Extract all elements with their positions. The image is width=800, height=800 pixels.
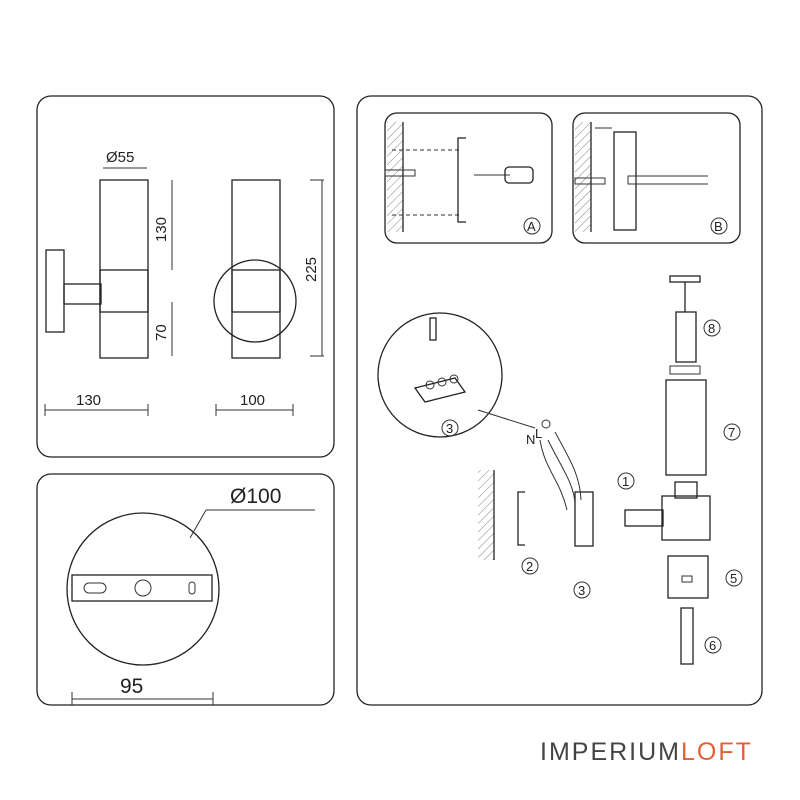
wall-mount	[478, 419, 594, 560]
brand-part1: IMPERIUM	[540, 738, 681, 766]
step-1-label: 1	[622, 474, 629, 489]
base-diameter-label: Ø100	[230, 485, 281, 508]
step-8-label: 8	[708, 321, 715, 336]
detail-a-label: A	[527, 219, 536, 234]
side-depth-label: 130	[76, 392, 101, 409]
tube-height-label: 130	[153, 217, 170, 242]
base-plate-panel	[36, 473, 335, 706]
base-plate	[66, 509, 315, 705]
step-3-zoom: 3	[446, 421, 453, 436]
step-6-label: 6	[709, 638, 716, 653]
step-3-label: 3	[578, 583, 585, 598]
detail-b-label: B	[714, 219, 723, 234]
side-view	[44, 167, 173, 416]
detail-a	[384, 112, 553, 244]
plate-length-label: 95	[120, 675, 143, 698]
wire-n-label: N	[526, 432, 535, 447]
front-view	[213, 179, 324, 416]
wire-l-label: L	[535, 426, 542, 441]
dimensions-panel	[36, 95, 335, 458]
assembly-panel	[356, 95, 763, 706]
step-7-label: 7	[728, 425, 735, 440]
brand-logo: IMPERIUMLOFT	[540, 738, 753, 767]
lower-height-label: 70	[153, 324, 170, 341]
step-2-label: 2	[526, 559, 533, 574]
brand-part2: LOFT	[681, 738, 753, 766]
total-height-label: 225	[303, 257, 320, 282]
lamp-parts	[624, 275, 711, 665]
detail-b	[572, 112, 741, 244]
step-5-label: 5	[730, 571, 737, 586]
front-width-label: 100	[240, 392, 265, 409]
diameter-label: Ø55	[106, 149, 134, 166]
wiring-zoom	[377, 312, 536, 438]
